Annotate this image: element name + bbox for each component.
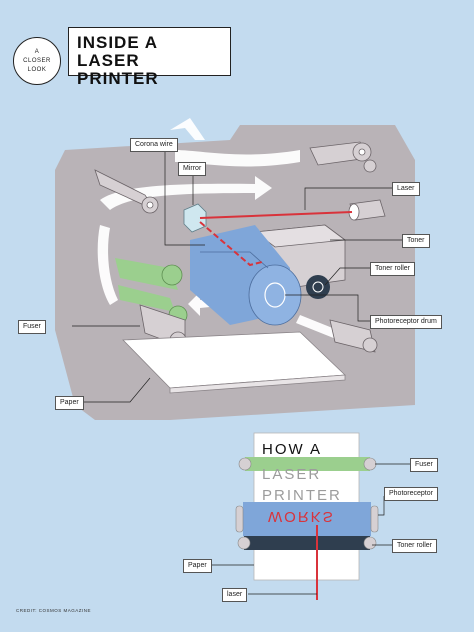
inset-diagram — [212, 432, 410, 600]
label-paper: Paper — [55, 396, 84, 410]
toner-roller — [306, 275, 330, 299]
inset-line-printer: PRINTER — [262, 487, 342, 504]
title-line-1: INSIDE A LASER — [77, 33, 158, 70]
badge-line-3: LOOK — [27, 66, 47, 73]
page-title: INSIDE A LASER PRINTER — [68, 27, 231, 88]
inset-line-works: WORKS — [268, 508, 335, 525]
inset-line-how-a: HOW A — [262, 441, 323, 458]
paper-stack — [122, 331, 346, 394]
inset-label-laser: laser — [222, 588, 248, 602]
label-fuser: Fuser — [18, 320, 46, 334]
inset-label-paper: Paper — [183, 559, 212, 573]
label-corona-wire: Corona wire — [130, 138, 178, 152]
exit-roller — [329, 319, 378, 353]
inset-photoreceptor-bar — [243, 502, 371, 536]
photoreceptor-drum — [190, 225, 302, 326]
label-toner-roller: Toner roller — [370, 262, 416, 276]
label-laser: Laser — [392, 182, 420, 196]
badge-line-1: A — [34, 48, 40, 55]
inset-label-toner-roller: Toner roller — [392, 539, 438, 553]
label-toner: Toner — [402, 234, 430, 248]
label-mirror: Mirror — [178, 162, 207, 176]
inset-fuser-bar — [245, 457, 370, 471]
inset-line-laser: LASER — [262, 466, 322, 483]
badge-line-2: CLOSER — [23, 57, 51, 64]
credit-text: CREDIT: COSMOS MAGAZINE — [16, 608, 92, 613]
title-line-2: PRINTER — [77, 69, 159, 88]
inset-toner-roller-bar — [244, 536, 370, 550]
inset-label-fuser: Fuser — [410, 458, 438, 472]
inset-label-photoreceptor: Photoreceptor — [384, 487, 438, 501]
closer-look-badge: A CLOSER LOOK — [13, 37, 61, 85]
top-rollers — [94, 141, 377, 214]
leader-lines — [72, 150, 402, 403]
laser-beam — [199, 211, 353, 267]
label-photoreceptor-drum: Photoreceptor drum — [370, 315, 442, 329]
mirror — [183, 203, 207, 233]
